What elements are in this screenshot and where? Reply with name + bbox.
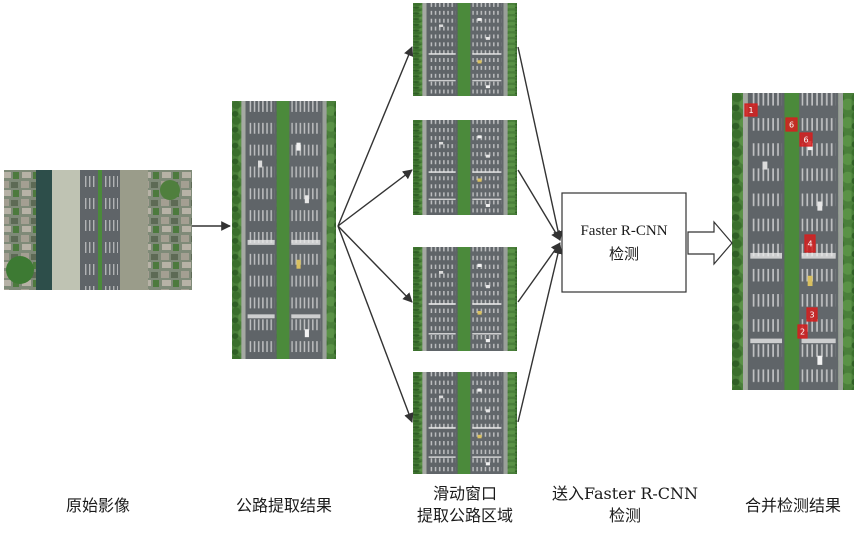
- window-crop-4: [413, 372, 517, 474]
- detection-label: 6: [789, 121, 794, 130]
- detector-box-line2: 检测: [609, 246, 639, 263]
- arrow-road-to-crop-3: [338, 226, 412, 302]
- window-crop-1: [413, 3, 517, 96]
- arrow-crop-1-to-detector: [518, 47, 560, 240]
- caption-road-extraction: 公路提取结果: [224, 496, 344, 516]
- caption-send-detector-line2: 检测: [545, 506, 705, 526]
- caption-send-detector-line1: 送入Faster R-CNN: [545, 484, 705, 504]
- window-crop-2: [413, 120, 517, 215]
- road-extraction-image: [232, 101, 336, 359]
- original-image: [4, 170, 192, 290]
- detection-label: 6: [803, 136, 808, 145]
- detection-label: 1: [748, 106, 753, 115]
- caption-sliding-window-line2: 提取公路区域: [405, 506, 525, 526]
- detection-label: 4: [807, 240, 812, 249]
- arrow-road-to-crop-1: [338, 47, 412, 226]
- detector-box-line1: Faster R-CNN: [580, 223, 667, 239]
- detector-box: Faster R-CNN 检测: [562, 193, 686, 292]
- caption-merged-result: 合并检测结果: [732, 496, 854, 516]
- caption-sliding-window-line1: 滑动窗口: [405, 484, 525, 504]
- arrow-road-to-crop-4: [338, 226, 412, 422]
- detection-label: 2: [800, 328, 805, 337]
- arrow-crop-2-to-detector: [518, 170, 560, 240]
- detection-label: 3: [809, 311, 814, 320]
- merged-detection-image: 1 66 4 32: [732, 93, 854, 390]
- hollow-arrow-to-merged: [688, 222, 732, 264]
- caption-original-image: 原始影像: [58, 496, 138, 516]
- window-crop-3: [413, 247, 517, 351]
